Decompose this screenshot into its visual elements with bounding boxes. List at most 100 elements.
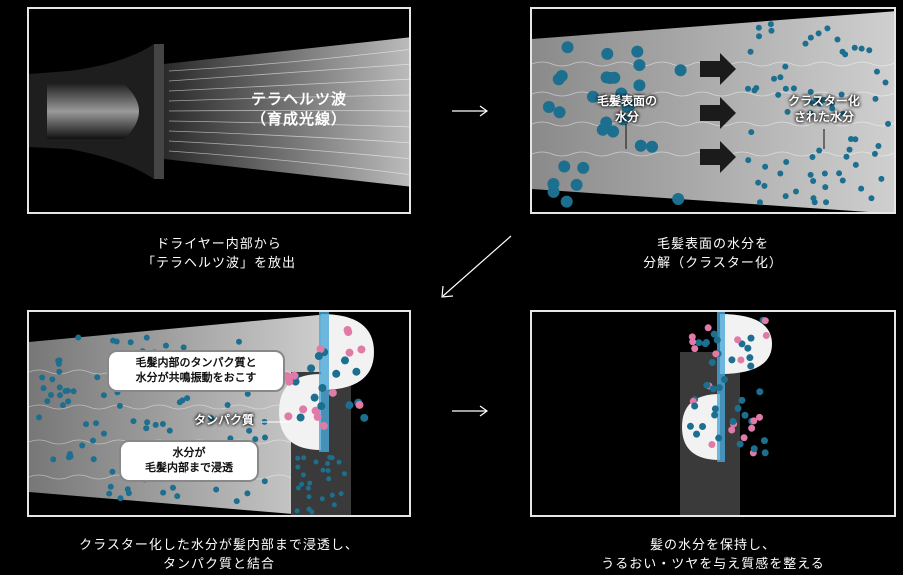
retained-molecule: [695, 339, 703, 347]
retained-molecule: [760, 437, 768, 445]
hair-inner-molecule: [319, 421, 328, 430]
hair-inner-molecule: [310, 393, 319, 402]
retained-molecule: [709, 385, 717, 393]
cluster-water-molecule: [809, 153, 816, 160]
penetrated-water-molecule: [294, 508, 300, 514]
cluster-water-molecule: [875, 143, 882, 150]
retained-molecule: [691, 345, 699, 353]
water-molecule: [586, 90, 599, 103]
hair-inner-molecule: [344, 328, 353, 337]
retained-molecule: [703, 381, 711, 389]
cluster-water-molecule: [106, 490, 113, 497]
cluster-water-molecule: [236, 338, 243, 345]
water-molecule: [672, 193, 685, 206]
cluster-water-molecule: [882, 79, 889, 86]
water-molecule: [623, 99, 636, 112]
cluster-water-molecule: [858, 45, 865, 52]
retained-molecule: [721, 376, 729, 384]
cluster-water-molecule: [872, 95, 879, 102]
retained-molecule: [741, 411, 749, 419]
cluster-water-molecule: [208, 415, 215, 422]
cluster-water-molecule: [871, 150, 878, 157]
cluster-water-molecule: [878, 175, 885, 182]
cluster-water-molecule: [829, 105, 836, 112]
hair-inner-molecule: [345, 348, 354, 357]
retained-molecule: [748, 424, 756, 432]
cluster-water-molecule: [873, 68, 880, 75]
cluster-water-molecule: [160, 489, 167, 496]
cluster-water-molecule: [169, 484, 176, 491]
hair-inner-molecule: [355, 400, 364, 409]
retained-molecule: [715, 384, 723, 392]
cluster-water-molecule: [756, 199, 763, 206]
cluster-water-molecule: [184, 395, 191, 402]
water-molecule: [560, 195, 573, 208]
cluster-water-molecule: [868, 195, 875, 202]
cluster-water-molecule: [745, 157, 752, 164]
cluster-water-molecule: [90, 437, 97, 444]
cluster-water-molecule: [885, 120, 892, 127]
cluster-illustration: [532, 11, 894, 212]
retained-molecule: [747, 334, 755, 342]
cluster-water-molecule: [117, 495, 124, 502]
retained-molecule: [761, 449, 769, 457]
cluster-water-molecule: [847, 136, 854, 143]
water-molecule: [617, 113, 630, 126]
wave-label-line1: テラヘルツ波: [250, 90, 347, 108]
protein-label: タンパク質: [193, 413, 254, 427]
cluster-water-molecule: [83, 421, 90, 428]
process-arrows: [700, 53, 736, 173]
hair-inner-molecule: [360, 413, 369, 422]
retained-molecule: [740, 434, 748, 442]
water-molecule: [633, 79, 646, 92]
cluster-water-molecule: [820, 96, 827, 103]
retained-moisture-illustration: [680, 312, 772, 515]
cluster-water-molecule: [66, 450, 73, 457]
cluster-water-molecule: [65, 398, 72, 405]
cluster-water-molecule: [152, 421, 159, 428]
penetrated-water-molecule: [341, 471, 347, 477]
cluster-water-molecule: [816, 100, 823, 107]
cluster-water-molecule: [79, 442, 86, 449]
cluster-water-molecule: [36, 414, 43, 421]
cluster-water-molecule: [144, 419, 151, 426]
penetrated-water-molecule: [336, 459, 342, 465]
retained-molecule: [746, 354, 754, 362]
water-molecule: [633, 59, 646, 72]
retained-molecule: [699, 422, 707, 430]
caption-panel2-line2: 分解（クラスター化）: [643, 256, 783, 271]
retained-molecule: [761, 317, 769, 325]
cluster-water-molecule: [179, 397, 186, 404]
water-molecule: [542, 101, 555, 114]
retained-molecule: [712, 350, 720, 358]
clustered-water-label: クラスター化 された水分: [764, 93, 884, 125]
penetrated-water-molecule: [329, 492, 335, 498]
cluster-water-molecule: [755, 179, 762, 186]
cluster-water-molecule: [55, 357, 62, 364]
cluster-water-molecule: [100, 392, 107, 399]
cluster-water-molecule: [261, 434, 268, 441]
penetrated-water-molecule: [309, 509, 315, 515]
cluster-water-molecule: [828, 100, 835, 107]
cluster-water-molecule: [807, 110, 814, 117]
water-molecule: [553, 106, 566, 119]
retained-molecule: [750, 417, 758, 425]
cluster-water-molecule: [777, 170, 784, 177]
caption-panel1-line2: 「テラヘルツ波」を放出: [141, 256, 296, 271]
cluster-water-molecule: [224, 401, 231, 408]
caption-panel3-line1: クラスター化した水分が髪内部まで浸透し、: [79, 538, 359, 553]
cluster-water-molecule: [824, 25, 831, 32]
retained-molecule: [728, 426, 736, 434]
cluster-water-molecule: [56, 384, 63, 391]
cluster-water-molecule: [59, 402, 66, 409]
cluster-water-molecule: [839, 177, 846, 184]
retained-molecule: [708, 358, 716, 366]
dryer-illustration: [29, 37, 409, 187]
cluster-water-molecule: [858, 185, 865, 192]
penetrated-water-molecule: [295, 485, 301, 491]
cluster-water-molecule: [124, 486, 131, 493]
caption-panel2: 毛髪表面の水分を 分解（クラスター化）: [530, 235, 896, 273]
hair-inner-molecule: [290, 371, 299, 380]
cluster-water-molecule: [75, 334, 82, 341]
hair-inner-molecule: [284, 412, 293, 421]
